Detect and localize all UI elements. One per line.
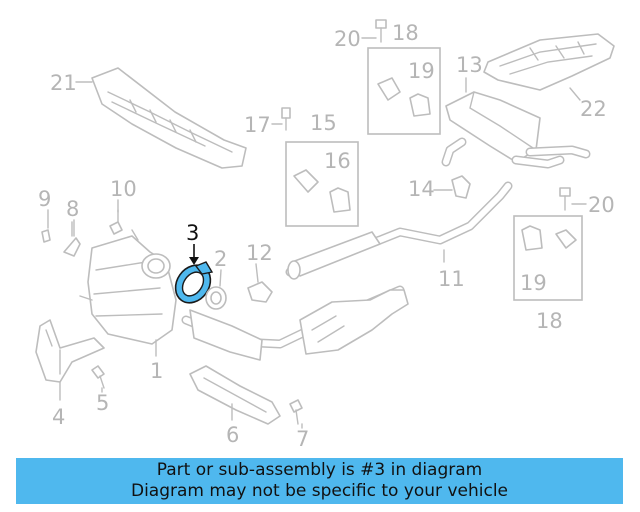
callout-19-bottom: 19	[520, 271, 547, 295]
callout-15: 15	[310, 111, 337, 135]
callout-21: 21	[50, 71, 77, 95]
part-22-heat-shield	[483, 33, 615, 91]
callout-19-top: 19	[408, 59, 435, 83]
callout-11: 11	[438, 267, 465, 291]
callout-20-right: 20	[588, 193, 615, 217]
part-4-bracket	[35, 319, 105, 383]
callout-20-top: 20	[334, 27, 361, 51]
info-banner: Part or sub-assembly is #3 in diagram Di…	[16, 458, 623, 504]
banner-line-1: Part or sub-assembly is #3 in diagram	[156, 460, 483, 480]
callout-6: 6	[226, 423, 239, 447]
callout-3-arrowhead	[189, 257, 199, 265]
callout-14: 14	[408, 177, 435, 201]
callout-9: 9	[38, 187, 51, 211]
callout-3: 3	[186, 221, 199, 245]
part-20-bolt-top	[375, 19, 387, 43]
callout-16: 16	[324, 149, 351, 173]
group-18-bottom-box	[513, 215, 583, 301]
part-2-gasket	[205, 269, 227, 310]
part-7-bolt	[289, 399, 303, 425]
callout-2: 2	[214, 247, 227, 271]
exhaust-parts-diagram: 1 2 3 4 5 6 7 8 9 10 11 12 13 14 15 16 1…	[35, 19, 615, 451]
group-18-top-box	[367, 47, 441, 135]
banner-line-2: Diagram may not be specific to your vehi…	[130, 481, 508, 501]
callout-1: 1	[150, 359, 163, 383]
part-13-rear-muffler	[441, 91, 591, 169]
callout-13: 13	[456, 53, 483, 77]
callout-12: 12	[246, 241, 273, 265]
part-9-bolt	[41, 229, 51, 243]
part-21-heat-shield	[91, 67, 247, 169]
callout-10: 10	[110, 177, 137, 201]
part-12-sensor	[247, 263, 273, 303]
part-6-lower-shield	[189, 365, 281, 425]
part-3-clamp-highlighted	[174, 261, 214, 304]
part-10-bolt	[109, 209, 123, 235]
front-pipe-converter	[181, 285, 409, 361]
leader-lines	[47, 37, 587, 429]
callout-22: 22	[580, 97, 607, 121]
part-11-intermediate-pipe	[285, 181, 513, 280]
group-15-box	[285, 141, 359, 227]
part-14-hanger	[451, 175, 471, 199]
callout-18-top: 18	[392, 21, 419, 45]
part-20-bolt-right	[559, 187, 571, 211]
callout-5: 5	[96, 391, 109, 415]
callout-17: 17	[244, 113, 271, 137]
part-5-bolt	[91, 365, 105, 389]
callout-7: 7	[296, 427, 309, 451]
part-17-bolt	[281, 107, 291, 131]
part-1-catalytic-converter	[79, 229, 177, 345]
callout-18-bottom: 18	[536, 309, 563, 333]
part-8-hanger	[63, 221, 81, 257]
callout-4: 4	[52, 405, 65, 429]
callout-8: 8	[66, 197, 79, 221]
